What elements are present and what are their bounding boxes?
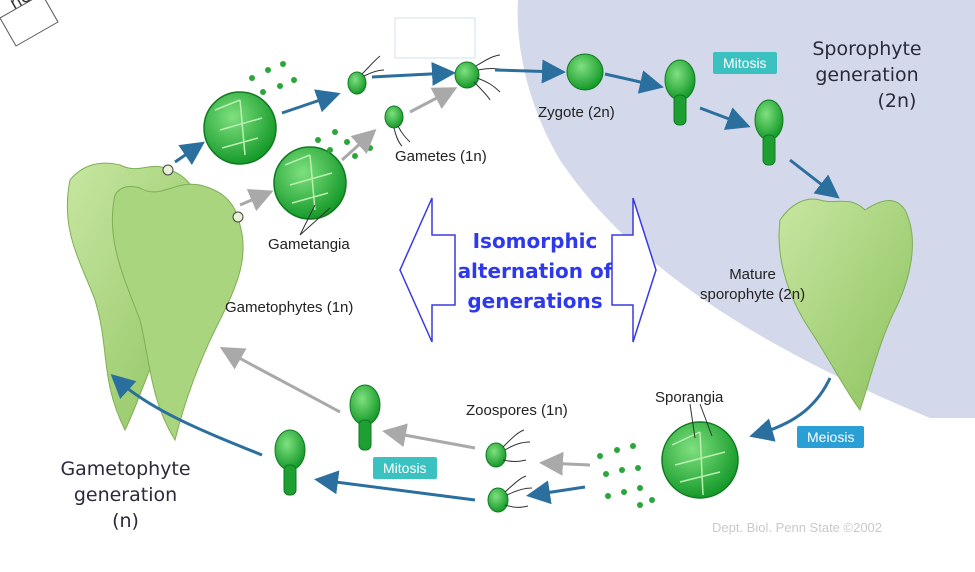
mature-sporophyte-line1: Mature [729,266,776,283]
sporophyte-generation-label: Sporophyte generation (2n) [792,36,942,114]
young-sporophyte-lower [754,99,784,166]
zoospores-label: Zoospores (1n) [466,402,568,419]
sporophyte-label-line1: Sporophyte [812,38,922,60]
zoospore-lower [487,487,509,513]
gametophyte-label-line3: (n) [112,510,139,532]
sporangia-label: Sporangia [655,389,724,406]
mature-sporophyte-label: Mature sporophyte (2n) [700,265,805,305]
meiosis-badge: Meiosis [797,426,865,448]
young-sporophyte-upper [664,59,696,126]
zoospore-dots [597,443,655,508]
mature-sporophyte-line2: sporophyte (2n) [700,286,806,303]
gametophyte-label-line1: Gametophyte [60,458,191,480]
sporophyte-label-line3: (2n) [877,90,917,112]
right-outline-arrow [611,197,657,343]
gametangium-upper [203,91,277,165]
gametophytes-label: Gametophytes (1n) [225,299,354,316]
center-title-line3: generations [467,289,603,313]
gamete-upper [347,71,367,95]
developing-gametophyte-upper [349,384,381,451]
corner-stamp-box [0,0,59,47]
gametangia-label: Gametangia [268,236,350,253]
mature-sporophyte-leaf [778,198,913,412]
zoospore-upper [485,442,507,468]
gametophyte-generation-label: Gametophyte generation (n) [38,456,213,534]
zygote-cell [566,53,604,91]
zygote-label: Zygote (2n) [538,104,615,121]
center-title-line1: Isomorphic [472,229,598,253]
center-title-line2: alternation of [457,259,613,283]
gametophyte-label-line2: generation [73,484,178,506]
gamete-lower [384,105,404,129]
sporophyte-label-line2: generation [815,64,919,86]
gametangium-lower [273,146,347,220]
mitosis-bottom-badge: Mitosis [373,457,437,479]
mitosis-top-badge: Mitosis [713,52,777,74]
sporangium [661,421,739,499]
top-blank-box [394,17,476,59]
credit-line: Dept. Biol. Penn State ©2002 [712,520,883,535]
developing-gametophyte-lower [274,429,306,496]
center-title: Isomorphic alternation of generations [435,226,635,316]
left-outline-arrow [399,197,456,343]
gametes-label: Gametes (1n) [395,148,487,165]
gametophyte-leaves [66,162,244,442]
